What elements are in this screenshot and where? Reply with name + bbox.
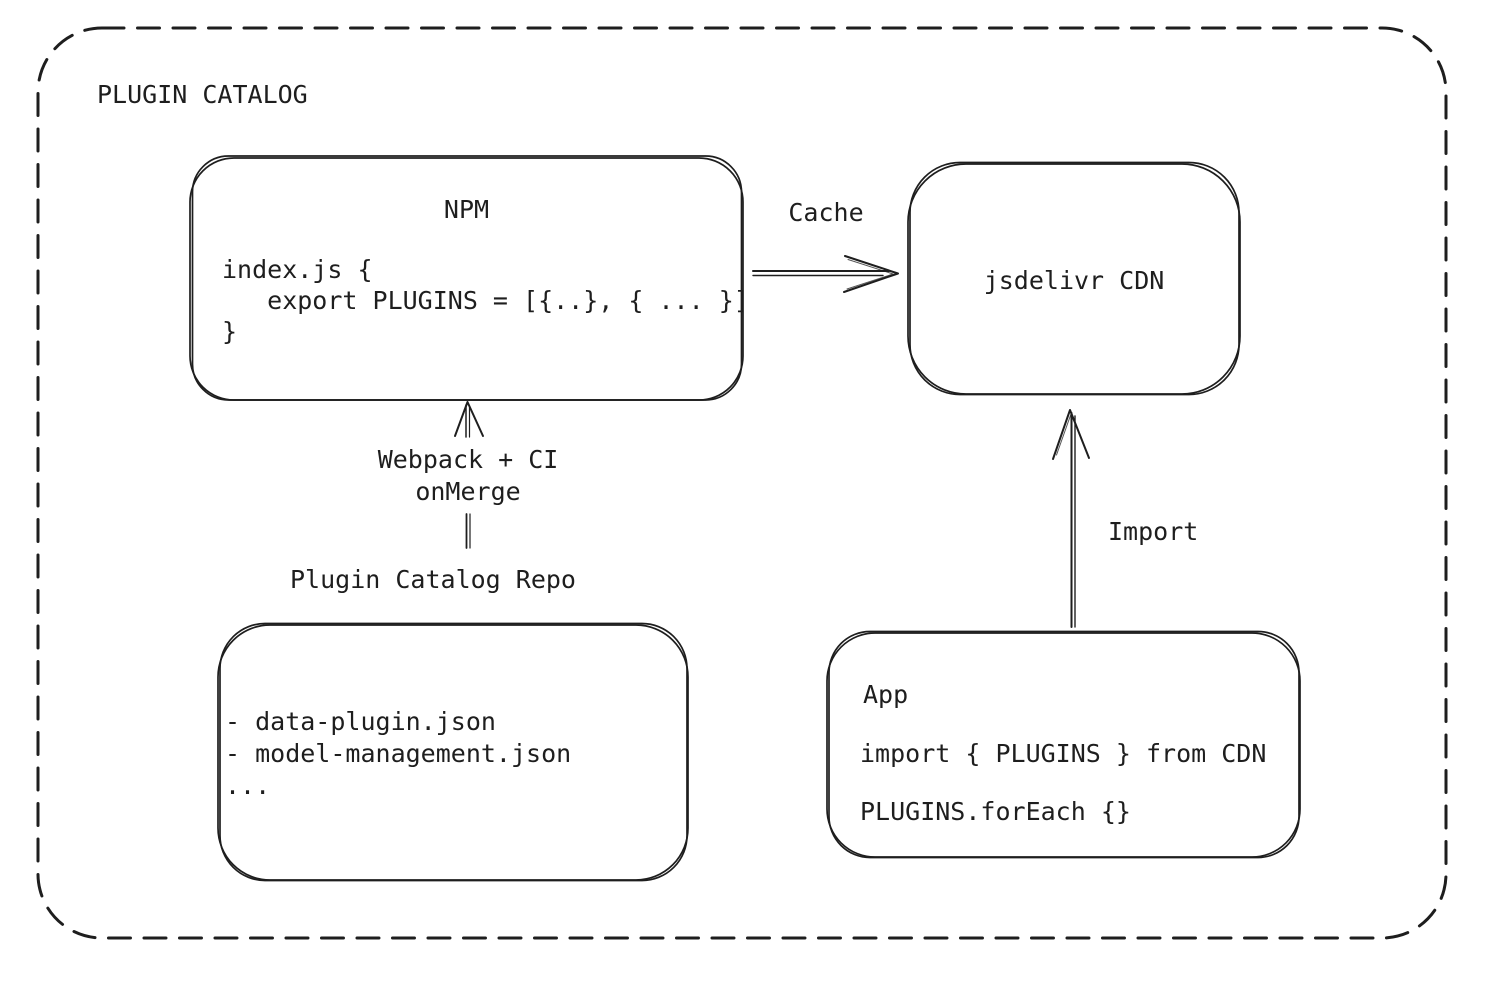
app-box-shape bbox=[826, 630, 1301, 859]
cdn-box-shape bbox=[907, 161, 1241, 396]
app-box-code-import: import { PLUGINS } from CDN bbox=[860, 739, 1267, 768]
repo-box-files: - data-plugin.json - model-management.js… bbox=[225, 707, 572, 800]
build-arrow bbox=[454, 401, 484, 549]
repo-box-shape bbox=[217, 622, 689, 882]
app-box-code-foreach: PLUGINS.forEach {} bbox=[860, 797, 1131, 826]
cache-arrow-label: Cache bbox=[788, 198, 864, 227]
app-box-title: App bbox=[863, 680, 909, 709]
npm-box-shape bbox=[189, 155, 744, 401]
npm-box-title: NPM bbox=[443, 195, 490, 224]
build-arrow-label: Webpack + CI onMerge bbox=[377, 445, 559, 506]
npm-box-code: index.js { export PLUGINS = [{..}, { ...… bbox=[222, 255, 749, 346]
cache-arrow bbox=[752, 255, 899, 293]
repo-box-label: Plugin Catalog Repo bbox=[290, 565, 576, 594]
diagram-title: PLUGIN CATALOG bbox=[97, 80, 308, 109]
cdn-box-label: jsdelivr CDN bbox=[983, 266, 1165, 295]
import-arrow-label: Import bbox=[1108, 517, 1199, 546]
import-arrow bbox=[1052, 409, 1090, 628]
plugin-catalog-container-border bbox=[36, 26, 1448, 940]
